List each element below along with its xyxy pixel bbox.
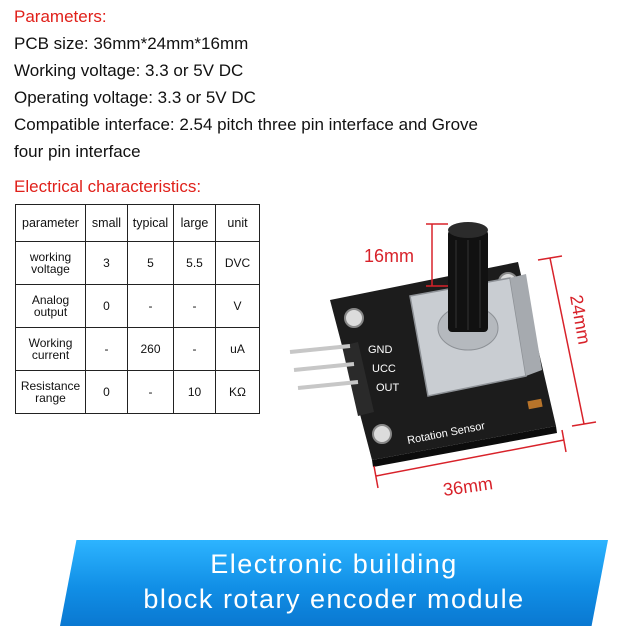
table-header-cell: typical — [127, 204, 174, 242]
header-pin — [293, 362, 355, 372]
table-cell: Resistance range — [15, 370, 86, 414]
table-cell: V — [215, 284, 260, 328]
table-header-row: parameter small typical large unit — [15, 204, 260, 242]
knob-top — [448, 222, 488, 238]
table-cell: - — [173, 284, 216, 328]
pcb-edge — [372, 426, 557, 467]
table-cell: Working current — [15, 327, 86, 371]
electrical-table: parameter small typical large unit worki… — [15, 204, 260, 414]
spec-pcb-size: PCB size: 36mm*24mm*16mm — [14, 34, 249, 53]
table-cell: - — [173, 327, 216, 371]
rotation-sensor-module-illustration: GND UCC OUT Rotation Sensor 16mm 24mm 36… — [289, 222, 597, 500]
dimension-tick — [571, 421, 597, 427]
dimension-tick — [373, 465, 379, 489]
table-cell: 0 — [85, 284, 128, 328]
table-cell: Analog output — [15, 284, 86, 328]
table-cell: 5.5 — [173, 241, 216, 285]
table-row: Working current - 260 - uA — [15, 327, 260, 371]
table-cell: uA — [215, 327, 260, 371]
table-header-cell: parameter — [15, 204, 86, 242]
table-header-cell: small — [85, 204, 128, 242]
table-cell: - — [127, 284, 174, 328]
table-cell: 0 — [85, 370, 128, 414]
banner-title-line2: block rotary encoder module — [143, 584, 525, 614]
pin-label-ucc: UCC — [372, 363, 396, 375]
table-row: Resistance range 0 - 10 KΩ — [15, 370, 260, 414]
pin-label-gnd: GND — [368, 344, 393, 356]
table-cell: KΩ — [215, 370, 260, 414]
mounting-hole — [344, 308, 364, 328]
dimension-label-height: 16mm — [364, 246, 414, 266]
pin-header-housing — [342, 342, 374, 416]
title-banner: Electronic building block rotary encoder… — [60, 540, 608, 626]
dimension-tick — [561, 429, 567, 453]
table-header-cell: unit — [215, 204, 260, 242]
pin-label-out: OUT — [376, 382, 400, 394]
dimension-tick — [537, 255, 563, 261]
parameters-title: Parameters: — [14, 7, 107, 26]
spec-operating-voltage: Operating voltage: 3.3 or 5V DC — [14, 88, 256, 107]
table-row: working voltage 3 5 5.5 DVC — [15, 241, 260, 285]
table-row: Analog output 0 - - V — [15, 284, 260, 328]
table-cell: - — [127, 370, 174, 414]
spec-interface: Compatible interface: 2.54 pitch three p… — [14, 115, 478, 134]
smd-component — [527, 398, 543, 410]
table-cell: DVC — [215, 241, 260, 285]
banner-title-line1: Electronic building — [210, 549, 458, 579]
mounting-hole — [372, 424, 392, 444]
potentiometer-housing-side — [510, 274, 542, 376]
electrical-title: Electrical characteristics: — [14, 177, 202, 196]
table-cell: working voltage — [15, 241, 86, 285]
header-pin — [289, 344, 351, 354]
header-pin — [297, 380, 359, 390]
table-cell: 5 — [127, 241, 174, 285]
dimension-line-width — [375, 439, 565, 477]
table-cell: 260 — [127, 327, 174, 371]
dimension-label-width: 36mm — [442, 473, 494, 500]
table-header-cell: large — [173, 204, 216, 242]
dimension-line-depth — [549, 257, 585, 425]
dimension-label-depth: 24mm — [566, 293, 594, 346]
table-cell: 10 — [173, 370, 216, 414]
table-cell: - — [85, 327, 128, 371]
spec-interface-continued: four pin interface — [14, 142, 141, 161]
parameters-section: Parameters: PCB size: 36mm*24mm*16mm Wor… — [14, 4, 626, 165]
spec-working-voltage: Working voltage: 3.3 or 5V DC — [14, 61, 244, 80]
table-cell: 3 — [85, 241, 128, 285]
